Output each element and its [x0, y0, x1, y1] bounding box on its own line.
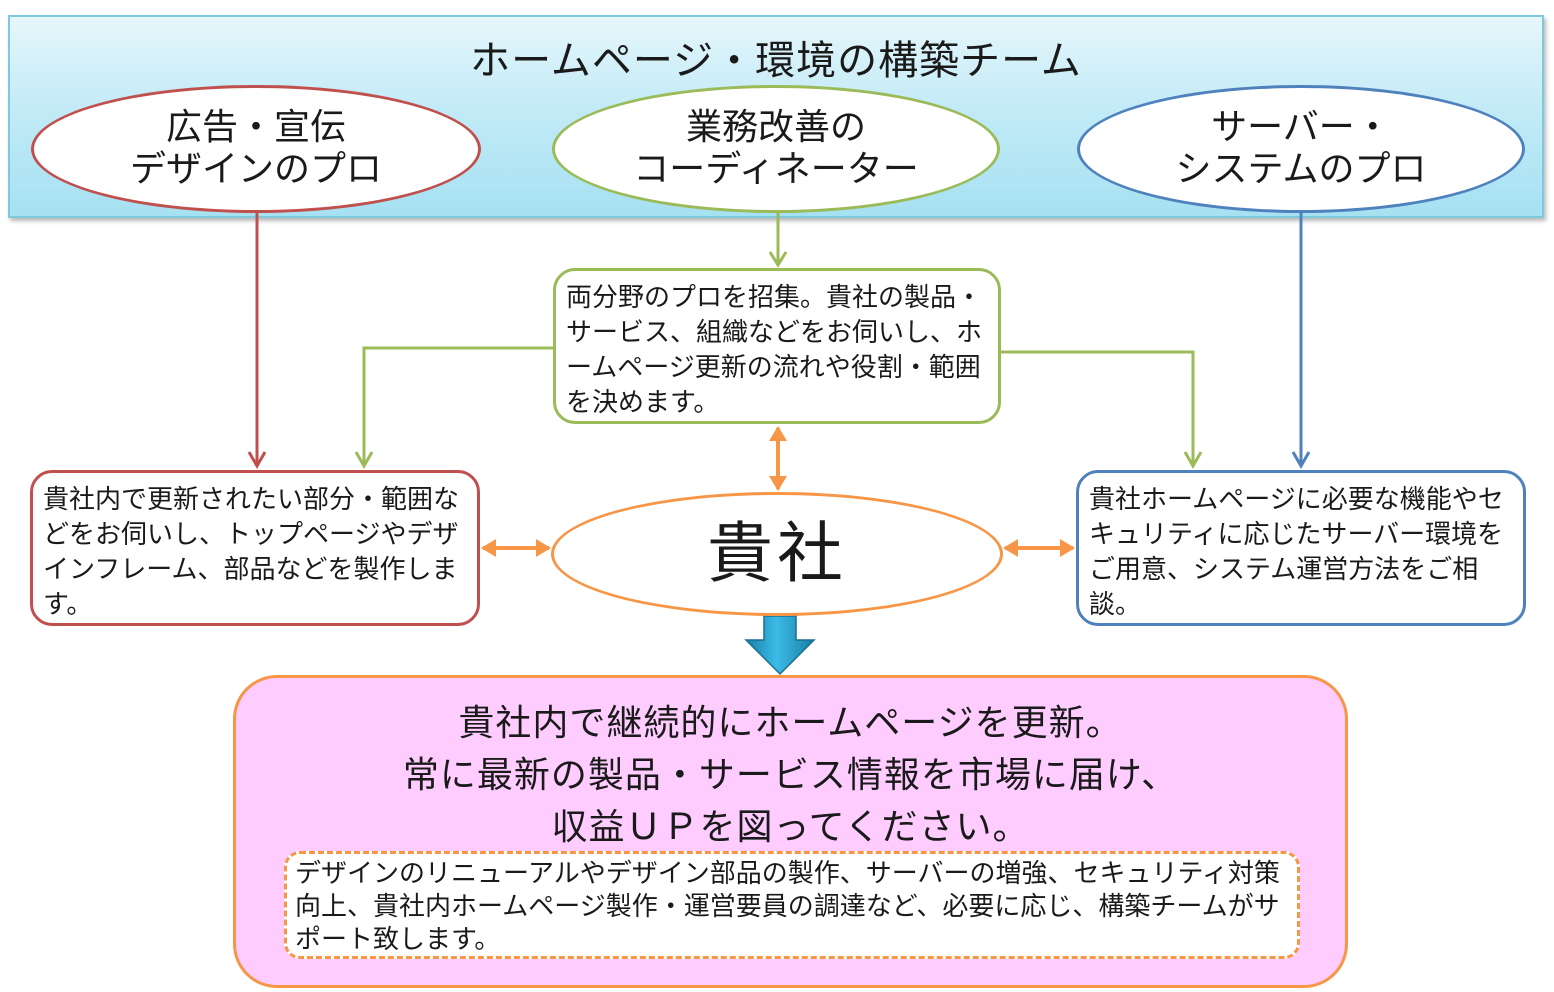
coordinator-label: 業務改善の コーディネーター [633, 107, 918, 191]
result-line-1: 貴社内で継続的にホームページを更新。 [458, 703, 1123, 744]
design-work-box: 貴社内で更新されたい部分・範囲などをお伺いし、トップページやデザインフレーム、部… [30, 470, 480, 626]
right-client-double-arrow [1003, 539, 1075, 557]
design-pro-line-1: 広告・宣伝 [165, 107, 346, 148]
design-pro-line-2: デザインのプロ [129, 149, 382, 190]
design-pro-node: 広告・宣伝 デザインのプロ [31, 85, 481, 213]
system-work-text: 貴社ホームページに必要な機能やセキュリティに応じたサーバー環境をご用意、システム… [1089, 485, 1504, 620]
result-line-3: 収益ＵＰを図ってください。 [551, 807, 1030, 848]
planning-box: 両分野のプロを招集。貴社の製品・サービス、組織などをお伺いし、ホームページ更新の… [553, 268, 1001, 424]
design-pro-label: 広告・宣伝 デザインのプロ [130, 107, 382, 191]
coordinator-connector [768, 212, 788, 268]
support-note: デザインのリニューアルやデザイン部品の製作、サーバーの増強、セキュリティ対策向上… [284, 851, 1300, 959]
center-to-left-connector [354, 346, 553, 470]
center-client-double-arrow [769, 426, 787, 491]
design-pro-connector [247, 212, 267, 470]
client-node: 貴社 [551, 492, 1003, 616]
result-down-arrow [744, 615, 816, 676]
coordinator-node: 業務改善の コーディネーター [552, 85, 1000, 213]
result-message: 貴社内で継続的にホームページを更新。 常に最新の製品・サービス情報を市場に届け、… [236, 698, 1345, 854]
system-pro-node: サーバー・ システムのプロ [1077, 85, 1525, 213]
result-panel: 貴社内で継続的にホームページを更新。 常に最新の製品・サービス情報を市場に届け、… [233, 675, 1348, 988]
coordinator-line-2: コーディネーター [633, 149, 919, 190]
system-pro-connector [1291, 212, 1311, 470]
result-line-2: 常に最新の製品・サービス情報を市場に届け、 [402, 755, 1179, 796]
left-client-double-arrow [481, 539, 551, 557]
coordinator-line-1: 業務改善の [685, 107, 866, 148]
team-title: ホームページ・環境の構築チーム [470, 38, 1082, 84]
system-pro-line-1: サーバー・ [1211, 107, 1391, 148]
system-pro-line-2: システムのプロ [1175, 149, 1427, 190]
design-work-text: 貴社内で更新されたい部分・範囲などをお伺いし、トップページやデザインフレーム、部… [43, 485, 460, 620]
support-text: デザインのリニューアルやデザイン部品の製作、サーバーの増強、セキュリティ対策向上… [295, 859, 1280, 955]
center-to-right-connector [1001, 350, 1203, 470]
client-label: 貴社 [707, 515, 847, 592]
planning-text: 両分野のプロを招集。貴社の製品・サービス、組織などをお伺いし、ホームページ更新の… [566, 283, 983, 418]
system-pro-label: サーバー・ システムのプロ [1176, 107, 1427, 191]
system-work-box: 貴社ホームページに必要な機能やセキュリティに応じたサーバー環境をご用意、システム… [1076, 470, 1526, 626]
